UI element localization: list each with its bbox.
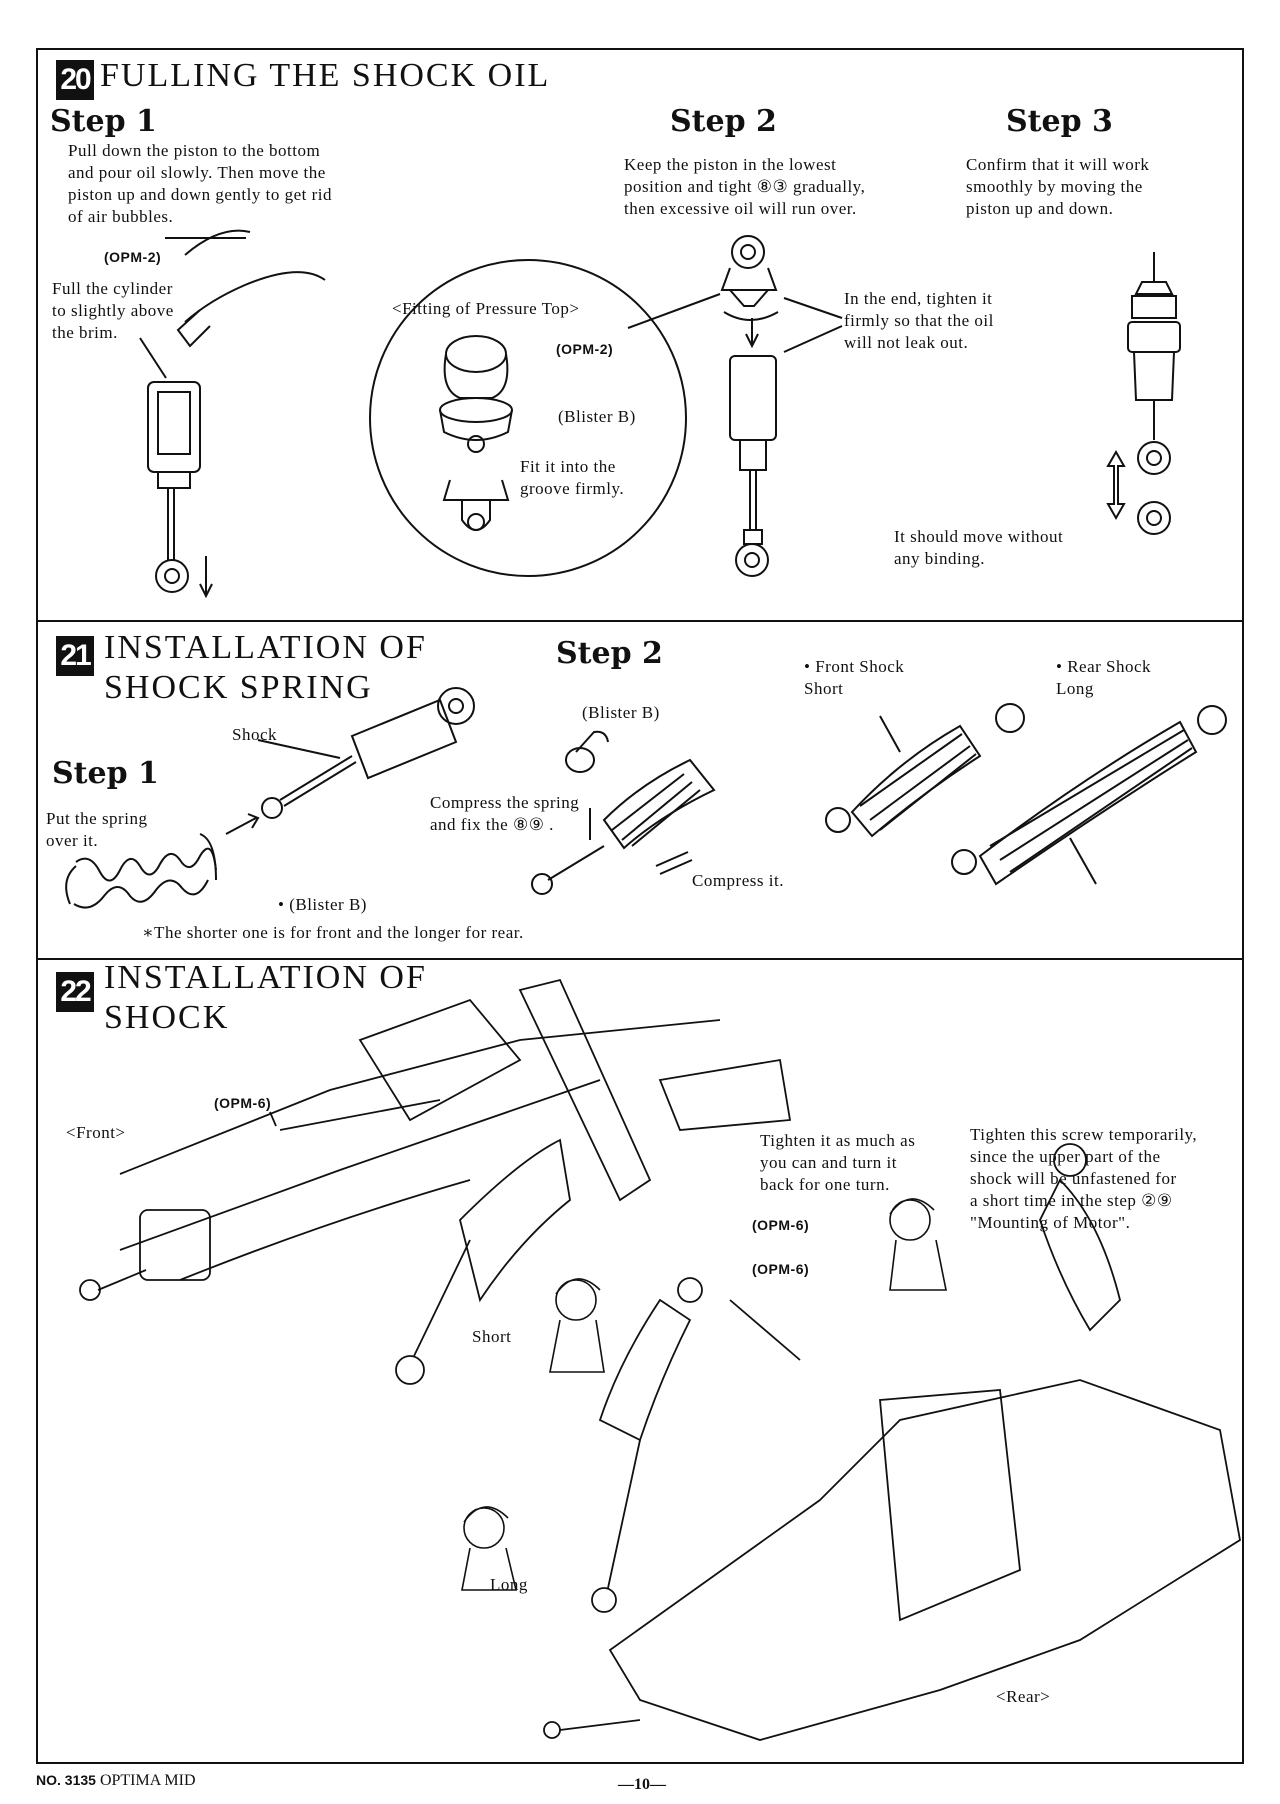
rear-long-shock-illustration [951, 705, 1227, 886]
section-22-number: 22 [56, 972, 94, 1012]
tighten-turn-text: Tighten it as much as you can and turn i… [760, 1131, 916, 1194]
divider-21-22 [36, 958, 1244, 960]
mascot-figures [461, 1198, 947, 1591]
step-1-text: Pull down the piston to the bottom and p… [68, 141, 333, 226]
part-89-label: (Blister B) [582, 703, 660, 722]
rear-shock-label: • Rear Shock Long [1056, 657, 1152, 698]
spring-footnote: ∗The shorter one is for front and the lo… [142, 923, 524, 942]
opm6-c-label: (OPM-6) [752, 1261, 810, 1277]
compress-label: Compress it. [692, 871, 784, 890]
step-3-note: It should move without any binding. [894, 527, 1064, 568]
step-2-text: Keep the piston in the lowest position a… [624, 155, 866, 218]
part-84-label: (OPM-2) [556, 341, 614, 357]
section-22-title-2: SHOCK [104, 999, 230, 1036]
part-83-label: (Blister B) [558, 407, 636, 426]
section-21-title-1: INSTALLATION OF [104, 629, 427, 666]
fill-text: Full the cylinder to slightly above the … [52, 279, 174, 342]
s21-step-1-label: Step 1 [52, 756, 159, 791]
footer-model: NO. 3135 OPTIMA MID [36, 1772, 196, 1790]
spring-step1-illustration [65, 813, 260, 909]
fitting-detail-circle [369, 259, 721, 577]
opm6-a-label: (OPM-6) [214, 1095, 272, 1111]
rear-label: <Rear> [996, 1687, 1051, 1706]
short-label: Short [472, 1327, 512, 1346]
page-frame [36, 48, 1244, 1764]
shock-body-step1 [257, 687, 475, 819]
step-3-text: Confirm that it will work smoothly by mo… [966, 155, 1150, 218]
model-name: OPTIMA MID [99, 1772, 196, 1789]
spring-parts-label: • (Blister B) [278, 895, 367, 914]
shock-label: Shock [232, 725, 277, 744]
part-73-label: (OPM-2) [104, 249, 162, 265]
divider-20-21 [36, 620, 1244, 622]
front-chassis-illustration [79, 978, 792, 1385]
fitting-title: <Fitting of Pressure Top> [392, 299, 580, 318]
front-short-shock-illustration [825, 703, 1025, 838]
model-number: NO. 3135 [36, 1772, 96, 1788]
shock-step2-illustration [531, 730, 716, 895]
page-number: —10— [618, 1776, 666, 1793]
shock-tighten-illustration [720, 235, 843, 577]
oil-bottle-illustration [165, 229, 326, 348]
step-3-label: Step 3 [1006, 104, 1113, 139]
s21-step-2-label: Step 2 [556, 636, 663, 671]
front-label: <Front> [66, 1123, 126, 1142]
tighten-firmly-text: In the end, tighten it firmly so that th… [844, 289, 994, 352]
shock-motion-illustration [1106, 252, 1181, 535]
step-1-label: Step 1 [50, 104, 157, 139]
front-shock-label: • Front Shock Short [804, 657, 905, 698]
section-22-title-1: INSTALLATION OF [104, 959, 427, 996]
section-21-number: 21 [56, 636, 94, 676]
section-20-title: FULLING THE SHOCK OIL [100, 57, 551, 94]
section-20-number: 20 [56, 60, 94, 100]
opm6-b-label: (OPM-6) [752, 1217, 810, 1233]
step-2-label: Step 2 [670, 104, 777, 139]
s21-step-1-text: Put the spring over it. [46, 809, 148, 850]
fit-text: Fit it into the groove firmly. [520, 457, 625, 498]
rear-chassis-illustration [543, 1143, 1241, 1741]
section-21-title-2: SHOCK SPRING [104, 669, 373, 706]
shock-filling-illustration [139, 337, 213, 599]
s21-step-2-text: Compress the spring and fix the ⑧⑨ . [430, 793, 580, 834]
